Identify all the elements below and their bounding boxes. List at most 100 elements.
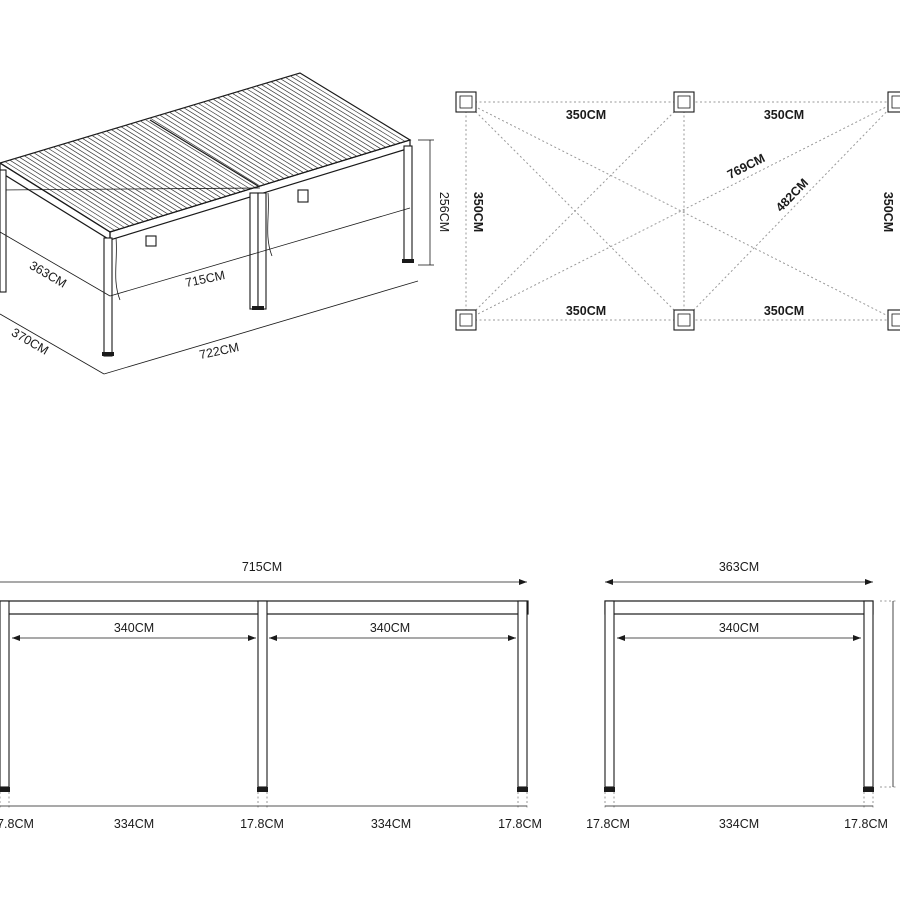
post-back-stub-1 bbox=[145, 235, 157, 247]
side-label-bottom-1: 334CM bbox=[719, 817, 759, 831]
roof-slat bbox=[207, 100, 319, 169]
roof-slat bbox=[140, 120, 251, 190]
dim-line-370 bbox=[0, 313, 105, 375]
roof-slat bbox=[106, 130, 217, 200]
roof-slat bbox=[270, 81, 382, 150]
roof-slat bbox=[4, 161, 115, 231]
roof-slat bbox=[183, 107, 295, 176]
roof-slat bbox=[217, 97, 328, 166]
roof-slat bbox=[241, 90, 353, 159]
foot-1 bbox=[102, 352, 114, 356]
roof-slat bbox=[19, 156, 130, 227]
post-back-left bbox=[0, 169, 7, 293]
roof-slat bbox=[256, 85, 367, 154]
downpipe-2 bbox=[267, 192, 273, 257]
plan-view: 350CM 350CM 350CM 350CM 350CM 350CM 769C… bbox=[455, 91, 900, 331]
roof-slat bbox=[86, 136, 198, 206]
roof-slat bbox=[188, 106, 299, 175]
roof-slat bbox=[77, 139, 188, 209]
front-foot-mid bbox=[257, 787, 268, 792]
side-foot-right bbox=[863, 787, 874, 792]
plan-label-top-left: 350CM bbox=[566, 108, 606, 122]
plan-label-left: 350CM bbox=[471, 192, 485, 232]
label-depth-inner: 363CM bbox=[27, 258, 69, 290]
roof-slat bbox=[28, 154, 140, 224]
roof-slat bbox=[154, 116, 265, 185]
front-label-bottom-4: 17.8CM bbox=[498, 817, 542, 831]
roof-slat bbox=[227, 94, 338, 163]
roof-slat bbox=[295, 74, 406, 142]
roof-slat bbox=[169, 111, 280, 181]
side-label-bottom-0: 17.8CM bbox=[586, 817, 630, 831]
foot-3 bbox=[402, 259, 414, 263]
post-back-stub-2 bbox=[297, 189, 309, 203]
front-label-bottom-0: 17.8CM bbox=[0, 817, 34, 831]
plan-label-bottom-right: 350CM bbox=[764, 304, 804, 318]
front-label-span-left: 340CM bbox=[114, 621, 154, 635]
front-foot-left bbox=[0, 787, 10, 792]
roof-slat bbox=[57, 145, 169, 215]
back-beam bbox=[0, 187, 261, 191]
roof-slat bbox=[164, 113, 275, 182]
plan-post-bottom-mid bbox=[673, 309, 695, 331]
label-depth-outer: 370CM bbox=[9, 325, 51, 357]
plan-post-top-left bbox=[455, 91, 477, 113]
roof-slat bbox=[111, 129, 222, 199]
front-label-span-right: 340CM bbox=[370, 621, 410, 635]
plan-label-diagonal-long: 769CM bbox=[725, 151, 767, 182]
roof-slat bbox=[232, 93, 343, 162]
roof-seam bbox=[149, 119, 259, 187]
roof-band-left bbox=[0, 162, 111, 242]
roof-slat bbox=[91, 135, 203, 205]
roof-slat bbox=[261, 84, 372, 153]
plan-label-bottom-left: 350CM bbox=[566, 304, 606, 318]
roof-slat bbox=[280, 78, 391, 147]
roof-slat bbox=[67, 142, 178, 212]
roof-slat bbox=[24, 155, 135, 225]
roof-slat bbox=[33, 152, 145, 222]
front-label-overall: 715CM bbox=[242, 560, 282, 574]
side-view: 363CM 340CM 17.8CM 334CM 17.8CM bbox=[586, 560, 896, 831]
post-front-mid bbox=[249, 192, 259, 310]
front-label-bottom-1: 334CM bbox=[114, 817, 154, 831]
roof-slat bbox=[174, 110, 285, 179]
label-height: 256CM bbox=[437, 192, 451, 232]
label-width-outer: 722CM bbox=[198, 340, 240, 362]
roof-slat bbox=[9, 159, 120, 230]
roof-slat bbox=[275, 80, 386, 148]
post-front-left bbox=[103, 237, 113, 357]
front-post-right bbox=[517, 600, 528, 788]
side-top-beam bbox=[604, 600, 874, 615]
side-label-bottom-2: 17.8CM bbox=[844, 817, 888, 831]
front-foot-right bbox=[517, 787, 528, 792]
roof-slat bbox=[101, 132, 212, 202]
plan-diag-5 bbox=[683, 101, 897, 321]
roof-slat bbox=[149, 117, 261, 187]
roof-slat bbox=[48, 148, 159, 218]
dim-line-363 bbox=[0, 231, 111, 297]
front-arrow-right bbox=[519, 579, 527, 585]
roof-slat bbox=[96, 133, 207, 203]
side-post-left bbox=[604, 600, 615, 788]
post-front-right bbox=[403, 145, 413, 263]
roof-slat bbox=[82, 138, 193, 208]
roof-slat bbox=[145, 119, 256, 188]
roof-slat bbox=[130, 123, 241, 193]
roof-slat bbox=[120, 126, 232, 196]
roof-slat bbox=[203, 101, 314, 170]
roof-slat bbox=[53, 146, 164, 216]
foot-2 bbox=[252, 306, 264, 310]
dim-line-722 bbox=[103, 280, 419, 375]
front-view: 715CM 340CM 340CM 17.8CM 334CM 17.8CM 33… bbox=[0, 560, 542, 831]
roof-slat bbox=[135, 122, 246, 191]
roof-slat bbox=[72, 140, 183, 210]
front-label-bottom-3: 334CM bbox=[371, 817, 411, 831]
front-label-bottom-2: 17.8CM bbox=[240, 817, 284, 831]
plan-label-top-right: 350CM bbox=[764, 108, 804, 122]
roof-slat bbox=[265, 82, 377, 151]
label-width-inner: 715CM bbox=[184, 268, 226, 290]
front-post-left bbox=[0, 600, 10, 788]
side-foot-left bbox=[604, 787, 615, 792]
isometric-view: 256CM 363CM 370CM 715CM 722CM bbox=[0, 72, 451, 375]
